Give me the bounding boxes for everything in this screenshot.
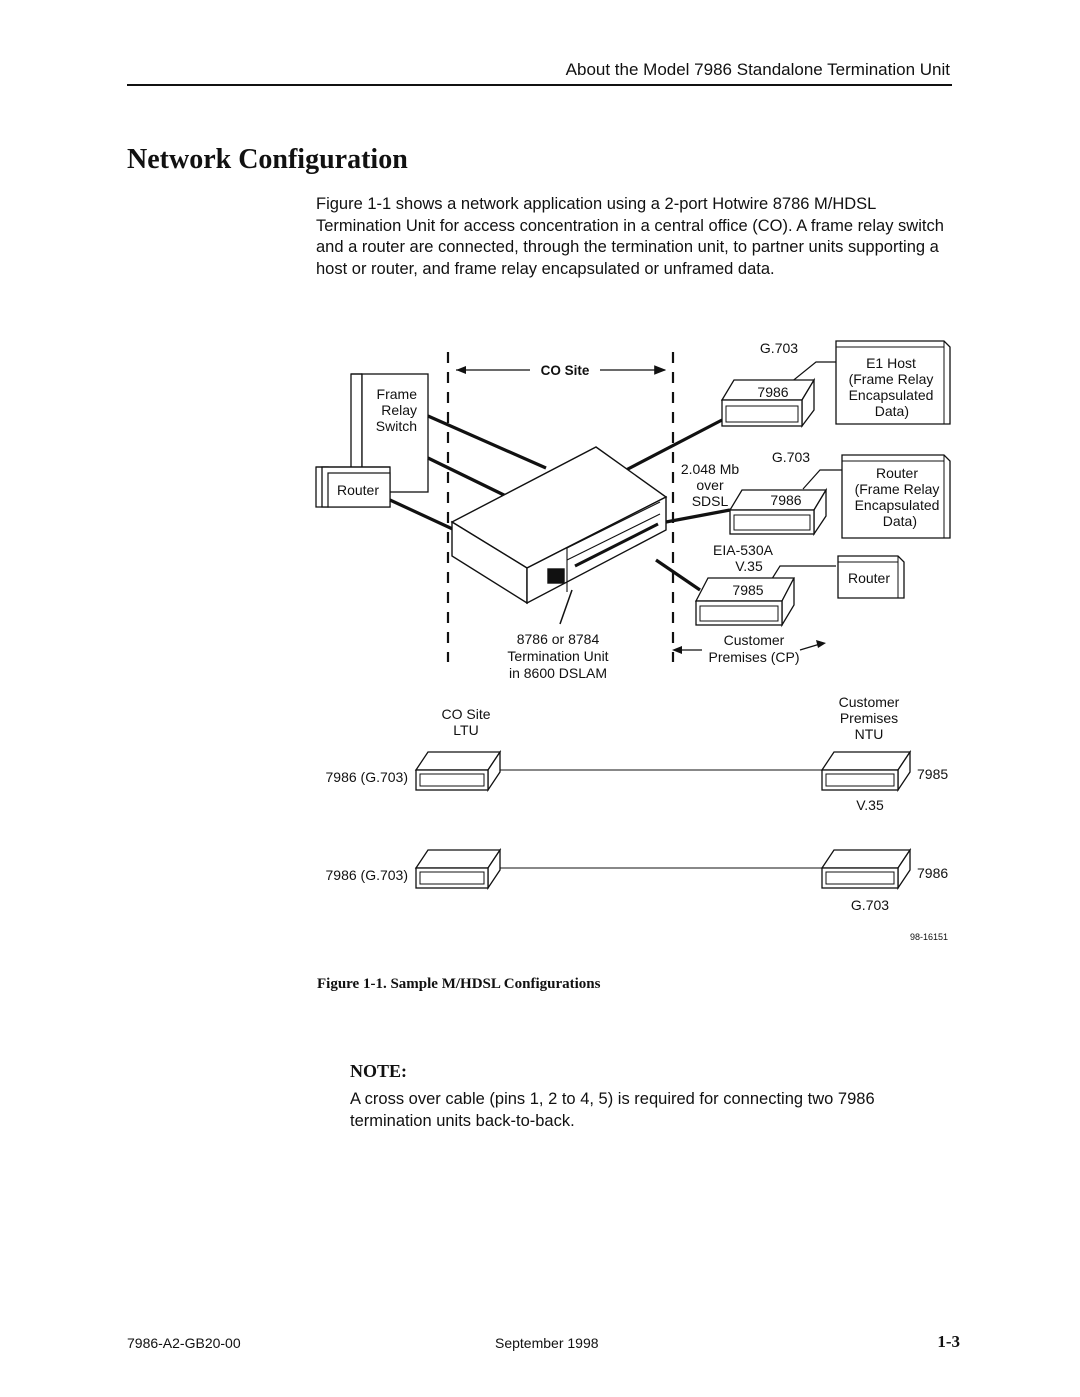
e1-host-label-4: Data) — [875, 403, 909, 419]
unit-7986-top-label: 7986 — [757, 384, 788, 400]
unit-7985-icon — [694, 577, 796, 628]
router-left-icon — [315, 466, 391, 508]
running-header: About the Model 7986 Standalone Terminat… — [565, 60, 950, 79]
frame-relay-switch-label-2: Relay — [381, 402, 417, 418]
co-site-ltu-label-1: CO Site — [441, 706, 490, 722]
network-diagram: CO Site Frame Relay Switch Router — [315, 340, 951, 942]
unit-7986-top-icon — [720, 377, 816, 428]
g703-top-label: G.703 — [760, 340, 798, 356]
frame-relay-switch-icon — [350, 373, 429, 493]
eia-label-2: V.35 — [735, 558, 763, 574]
router-right-label-4: Data) — [883, 513, 917, 529]
ntu-row2-interface: G.703 — [851, 897, 889, 913]
frame-relay-switch-label-1: Frame — [377, 386, 418, 402]
router-right-label-1: Router — [876, 465, 918, 481]
e1-host-label-3: Encapsulated — [849, 387, 934, 403]
ltu-row1-unit-icon — [414, 749, 502, 793]
dslam-label-3: in 8600 DSLAM — [509, 665, 607, 681]
ntu-row1-interface: V.35 — [856, 797, 884, 813]
customer-premises-label-2: Premises (CP) — [708, 649, 799, 665]
dslam-label-2: Termination Unit — [507, 648, 608, 664]
cp-ntu-label-2: Premises — [840, 710, 898, 726]
ltu-row1-label: 7986 (G.703) — [326, 769, 409, 785]
ltu-row2-unit-icon — [414, 847, 502, 891]
router-right-label-2: (Frame Relay — [855, 481, 940, 497]
router-left-label: Router — [337, 482, 379, 498]
e1-host-icon — [835, 340, 951, 425]
ntu-row2-label: 7986 — [917, 865, 948, 881]
co-site-label: CO Site — [541, 363, 590, 378]
ltu-row2-label: 7986 (G.703) — [326, 867, 409, 883]
customer-premises-label-1: Customer — [724, 632, 785, 648]
ntu-row2-unit-icon — [820, 847, 912, 891]
router-bottom-label: Router — [848, 570, 890, 586]
router-right-label-3: Encapsulated — [855, 497, 940, 513]
e1-host-label-2: (Frame Relay — [849, 371, 934, 387]
ntu-row1-unit-icon — [820, 749, 912, 793]
dslam-label-1: 8786 or 8784 — [517, 631, 600, 647]
figure-caption: Figure 1-1. Sample M/HDSL Configurations — [317, 976, 601, 992]
cp-ntu-label-3: NTU — [855, 726, 884, 742]
co-site-ltu-label-2: LTU — [453, 722, 478, 738]
ntu-row1-label: 7985 — [917, 766, 948, 782]
unit-7986-mid-label: 7986 — [770, 492, 801, 508]
note-body: A cross over cable (pins 1, 2 to 4, 5) i… — [350, 1090, 875, 1130]
header-rule — [127, 84, 952, 86]
e1-host-label-1: E1 Host — [866, 355, 916, 371]
footer-date: September 1998 — [495, 1335, 599, 1351]
footer-page-number: 1-3 — [937, 1332, 960, 1351]
g703-mid-label: G.703 — [772, 449, 810, 465]
frame-relay-switch-label-3: Switch — [376, 418, 417, 434]
router-right-icon — [841, 454, 951, 539]
unit-7985-label: 7985 — [732, 582, 763, 598]
footer-doc-number: 7986-A2-GB20-00 — [127, 1335, 241, 1351]
note-title: NOTE: — [350, 1061, 408, 1081]
intro-paragraph: Figure 1-1 shows a network application u… — [316, 195, 944, 278]
page-title: Network Configuration — [127, 144, 408, 175]
sdsl-label-2: over — [696, 477, 724, 493]
eia-label-1: EIA-530A — [713, 542, 774, 558]
router-bottom-icon — [837, 555, 905, 599]
unit-7986-mid-icon — [728, 487, 828, 537]
sdsl-label-1: 2.048 Mb — [681, 461, 740, 477]
figure-id: 98-16151 — [910, 932, 948, 942]
sdsl-label-3: SDSL — [692, 493, 729, 509]
cp-ntu-label-1: Customer — [839, 694, 900, 710]
dslam-chassis-icon — [450, 446, 668, 605]
